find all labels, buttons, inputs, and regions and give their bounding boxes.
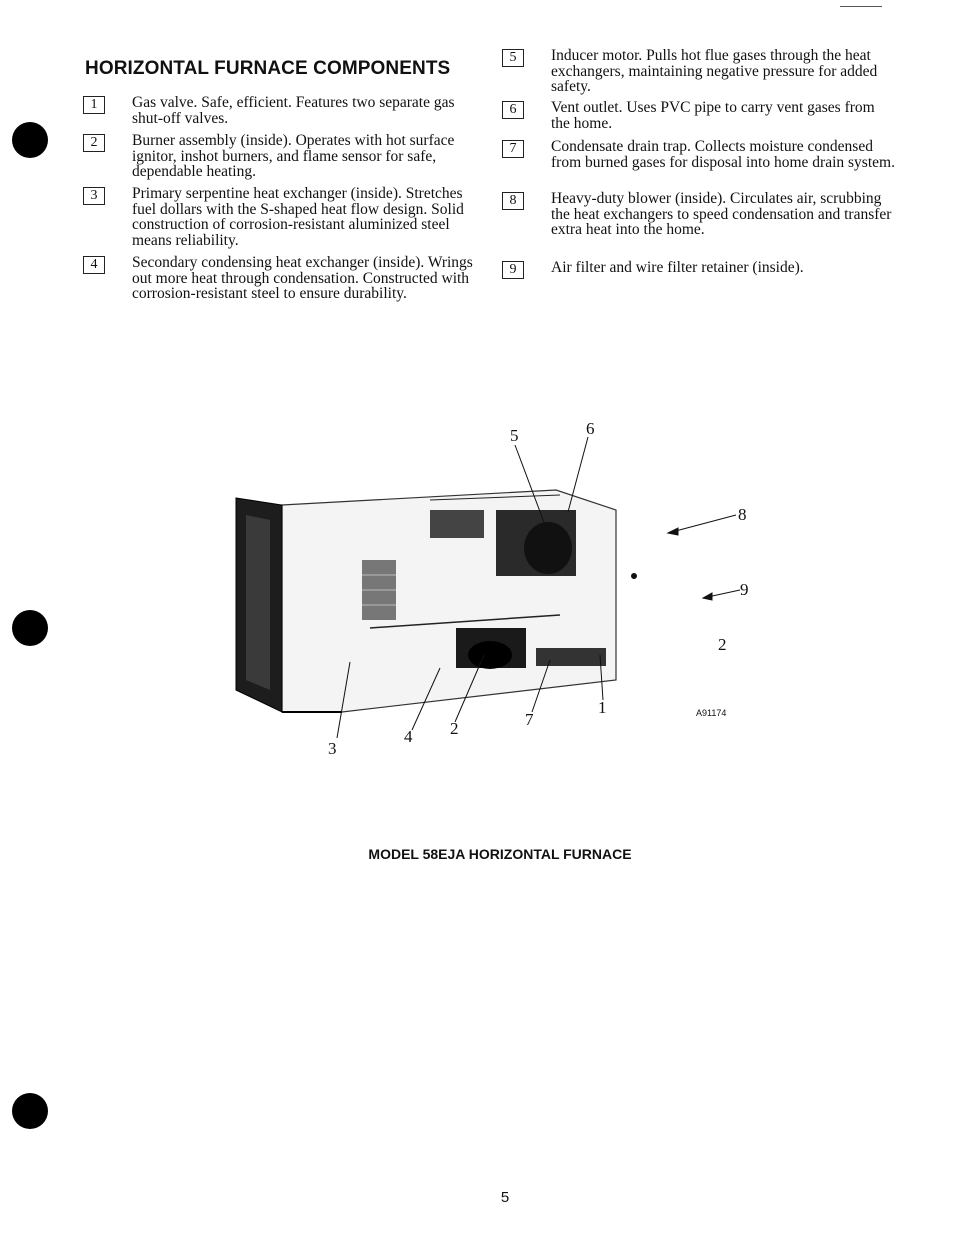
component-item: 1 Gas valve. Safe, efficient. Features t…	[83, 95, 482, 126]
callout-label: 8	[738, 505, 747, 524]
component-description: Air filter and wire filter retainer (ins…	[551, 259, 804, 276]
component-description: Heavy-duty blower (inside). Circulates a…	[551, 190, 892, 239]
component-number: 7	[502, 140, 524, 158]
callout-label: 1	[598, 698, 607, 717]
component-item: 4 Secondary condensing heat exchanger (i…	[83, 255, 482, 302]
component-description: Gas valve. Safe, efficient. Features two…	[132, 94, 455, 127]
punch-hole	[12, 610, 48, 646]
section-title: HORIZONTAL FURNACE COMPONENTS	[85, 58, 451, 79]
figure-caption: MODEL 58EJA HORIZONTAL FURNACE	[368, 846, 632, 862]
component-item: 3 Primary serpentine heat exchanger (ins…	[83, 186, 482, 248]
callout-label: 3	[328, 739, 337, 758]
component-item: 2 Burner assembly (inside). Operates wit…	[83, 133, 482, 180]
top-rule	[840, 6, 882, 7]
component-item: 9 Air filter and wire filter retainer (i…	[502, 260, 896, 279]
leader-lines	[336, 436, 741, 739]
callout-label: 2	[450, 719, 459, 738]
callout-label: 6	[586, 419, 595, 438]
punch-hole	[12, 122, 48, 158]
component-description: Condensate drain trap. Collects moisture…	[551, 138, 895, 171]
component-item: 8 Heavy-duty blower (inside). Circulates…	[502, 191, 896, 238]
component-number: 9	[502, 261, 524, 279]
component-item: 5 Inducer motor. Pulls hot flue gases th…	[502, 48, 896, 95]
furnace-drawing	[235, 489, 637, 713]
component-number: 1	[83, 96, 105, 114]
callout-label: 5	[510, 426, 519, 445]
component-number: 5	[502, 49, 524, 67]
callout-label: 4	[404, 727, 413, 746]
component-number: 4	[83, 256, 105, 274]
component-item: 6 Vent outlet. Uses PVC pipe to carry ve…	[502, 100, 896, 131]
component-description: Burner assembly (inside). Operates with …	[132, 132, 455, 181]
component-description: Secondary condensing heat exchanger (ins…	[132, 254, 473, 303]
punch-hole	[12, 1093, 48, 1129]
component-number: 8	[502, 192, 524, 210]
component-item: 7 Condensate drain trap. Collects moistu…	[502, 139, 896, 170]
callout-label: 2	[718, 635, 727, 654]
component-description: Vent outlet. Uses PVC pipe to carry vent…	[551, 99, 875, 132]
component-description: Inducer motor. Pulls hot flue gases thro…	[551, 47, 878, 96]
component-number: 3	[83, 187, 105, 205]
component-number: 2	[83, 134, 105, 152]
figure-code: A91174	[696, 708, 726, 718]
callout-label: 9	[740, 580, 749, 599]
component-number: 6	[502, 101, 524, 119]
callout-label: 7	[525, 710, 534, 729]
page-number: 5	[500, 1189, 510, 1206]
component-description: Primary serpentine heat exchanger (insid…	[132, 185, 464, 249]
